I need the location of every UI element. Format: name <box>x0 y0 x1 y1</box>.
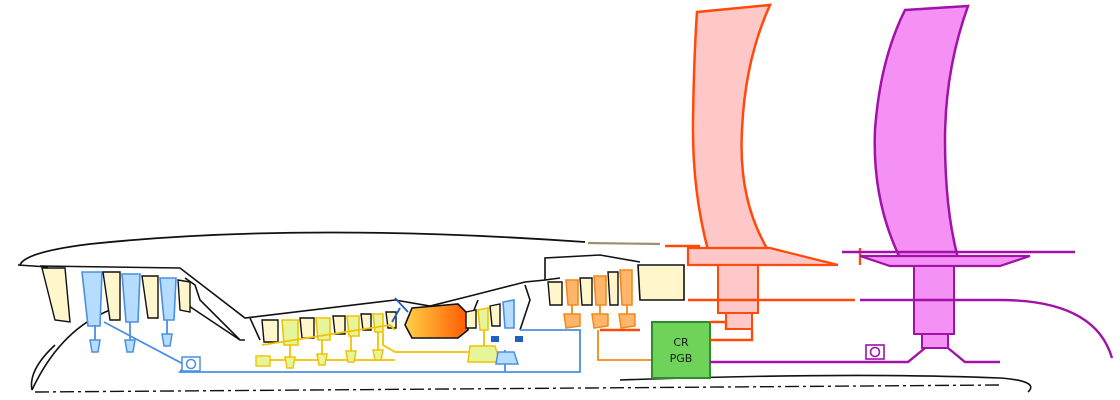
front-rotor <box>600 3 862 342</box>
gearbox-label-line1: CR <box>673 336 689 349</box>
centerline-axis <box>34 384 1001 393</box>
lp-blade-1 <box>81 271 103 327</box>
hp-blade-1 <box>281 319 299 346</box>
pt-exit-vane <box>637 264 685 301</box>
hp-disk-4 <box>372 349 384 361</box>
pt-vane-2 <box>607 271 619 306</box>
lp-blade-3 <box>159 277 177 321</box>
power-turbine <box>547 264 685 361</box>
bearing-icon <box>181 356 201 372</box>
combustor-chamber <box>404 303 469 339</box>
hp-vane-2 <box>332 315 346 335</box>
hp-vane-3 <box>360 313 372 331</box>
lp-shaft <box>94 320 581 373</box>
hp-blade-4 <box>372 313 384 333</box>
lp-disk-1 <box>89 339 101 353</box>
pt-vane-0 <box>547 281 563 306</box>
nacelle-outer-line <box>19 231 586 266</box>
pt-blade-3 <box>619 269 633 306</box>
hp-disk-1 <box>284 356 296 369</box>
pt-disk-3 <box>618 313 636 329</box>
pt-disk-1 <box>563 313 581 329</box>
hp-disk-2 <box>316 353 328 366</box>
lp-blade-2 <box>121 273 141 323</box>
rear-rotor <box>710 4 1114 364</box>
gearbox-box <box>651 321 711 379</box>
gearbox-label-line2: PGB <box>670 352 693 365</box>
lp-disk-3 <box>161 333 173 347</box>
rear-rotor-hub <box>859 254 1031 268</box>
pt-shaft <box>571 305 655 361</box>
lp-vane-2 <box>141 275 159 319</box>
lp-disk-2 <box>124 339 136 353</box>
lp-inlet-vane <box>41 267 71 323</box>
lpt-disk-blue <box>495 351 520 365</box>
front-rotor-blade <box>691 3 773 252</box>
hpt-blade <box>477 307 489 331</box>
front-rotor-structure <box>600 244 862 342</box>
lp-vane-1 <box>102 271 121 321</box>
rear-rotor-structure <box>710 250 1114 364</box>
pt-blade-2 <box>593 275 607 306</box>
hp-disk-3 <box>345 350 357 363</box>
combustor <box>391 297 469 339</box>
pt-disk-2 <box>591 313 609 329</box>
hp-vane-4 <box>385 311 397 329</box>
front-rotor-hub <box>686 246 839 267</box>
lp-vane-3 <box>177 279 191 313</box>
rear-rotor-blade <box>873 4 970 260</box>
pt-vane-1 <box>579 277 593 306</box>
hp-bearing-block <box>255 355 271 367</box>
bearing-icon <box>865 344 885 360</box>
lp-compressor <box>41 267 581 373</box>
front-rotor-pitch-shaft <box>717 264 759 314</box>
aft-cone <box>619 374 1032 393</box>
hp-compressor <box>255 311 470 369</box>
rear-rotor-base <box>921 333 949 349</box>
hp-shaft <box>261 324 470 361</box>
hp-vane-0 <box>261 319 279 343</box>
nacelle-tail <box>587 241 661 246</box>
cr-pgb-gearbox: CR PGB <box>651 321 711 379</box>
lpt-blade-blue <box>502 299 515 329</box>
lpt-vane <box>489 303 501 327</box>
hpt-vane <box>465 309 477 329</box>
hp-vane-1 <box>299 317 315 339</box>
hpt-disk <box>467 345 502 363</box>
bearing-icon <box>491 336 523 342</box>
hp-turbine <box>465 299 523 365</box>
hp-blade-3 <box>346 315 360 337</box>
front-rotor-base <box>725 312 753 330</box>
pt-blade-1 <box>565 279 579 306</box>
